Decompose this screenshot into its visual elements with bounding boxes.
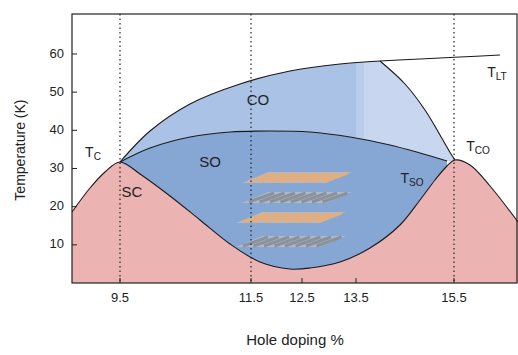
y-tick bbox=[72, 244, 77, 245]
crystal-layer bbox=[242, 172, 352, 183]
region-label: CO bbox=[247, 91, 270, 108]
co-shade-strip bbox=[356, 40, 364, 180]
x-tick bbox=[120, 278, 121, 283]
x-tick-label: 13.5 bbox=[343, 291, 368, 306]
x-tick bbox=[356, 278, 357, 283]
phase-boundary bbox=[380, 61, 455, 160]
temperature-label: TLT bbox=[487, 64, 507, 80]
temperature-label: TCO bbox=[466, 138, 490, 154]
region-label: SC bbox=[122, 183, 143, 200]
y-tick-label: 50 bbox=[50, 85, 64, 100]
crystal-layer bbox=[236, 236, 346, 247]
so-region-fill bbox=[120, 131, 447, 269]
x-tick bbox=[454, 278, 455, 283]
y-tick-label: 60 bbox=[50, 47, 64, 62]
x-tick-label: 12.5 bbox=[289, 291, 314, 306]
axis-title: Hole doping % bbox=[246, 331, 344, 348]
temperature-label: TC bbox=[85, 144, 101, 160]
y-tick-label: 10 bbox=[50, 237, 64, 252]
plot-frame bbox=[72, 14, 517, 283]
y-tick bbox=[72, 53, 77, 54]
x-tick bbox=[302, 278, 303, 283]
phase-region: SO bbox=[197, 151, 223, 172]
phase-boundary bbox=[380, 55, 500, 61]
phase-region: CO bbox=[245, 89, 272, 110]
y-tick-label: 40 bbox=[50, 123, 64, 138]
doping-guide bbox=[250, 14, 251, 283]
phase-boundary bbox=[120, 131, 447, 162]
y-tick-label: 20 bbox=[50, 199, 64, 214]
x-tick bbox=[251, 278, 252, 283]
y-tick bbox=[72, 206, 77, 207]
crystal-layer bbox=[236, 212, 346, 223]
y-tick bbox=[72, 92, 77, 93]
phase-region: SC bbox=[120, 181, 145, 202]
temperature-label: TSO bbox=[400, 170, 423, 186]
phase-boundary bbox=[120, 61, 380, 162]
x-tick-label: 15.5 bbox=[441, 291, 466, 306]
phase-boundary bbox=[72, 160, 518, 269]
x-tick-label: 11.5 bbox=[239, 291, 263, 306]
y-tick bbox=[72, 130, 77, 131]
region-label: SO bbox=[199, 153, 221, 170]
y-tick bbox=[72, 168, 77, 169]
x-tick-label: 9.5 bbox=[111, 291, 129, 306]
y-tick-label: 30 bbox=[50, 161, 64, 176]
axis-title: Temperature (K) bbox=[12, 99, 28, 200]
doping-guide bbox=[119, 14, 120, 283]
crystal-layer bbox=[242, 192, 352, 203]
doping-guide bbox=[453, 14, 454, 283]
